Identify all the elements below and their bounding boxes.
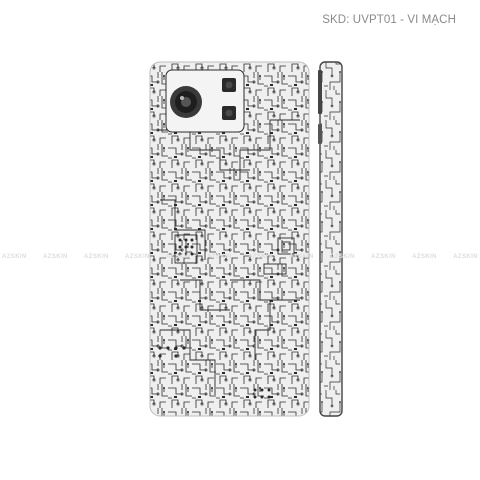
dot-grid <box>158 238 271 399</box>
watermark-text: AZSKIN <box>84 254 109 260</box>
watermark-text: AZSKIN <box>330 254 355 260</box>
watermark-text: AZSKIN <box>289 254 314 260</box>
watermark-text: AZSKIN <box>43 254 68 260</box>
watermark-text: AZSKIN <box>371 254 396 260</box>
watermark-row: AZSKIN AZSKIN AZSKIN AZSKIN AZSKIN AZSKI… <box>0 254 480 264</box>
watermark-text: AZSKIN <box>453 254 478 260</box>
circuit-traces <box>158 119 300 395</box>
camera-module <box>165 69 245 133</box>
phone-side-view <box>318 61 343 417</box>
watermark-text: AZSKIN <box>2 254 27 260</box>
sku-label: SKD: UVPT01 - VI MẠCH <box>322 14 456 26</box>
watermark-text: AZSKIN <box>207 254 232 260</box>
watermark-text: AZSKIN <box>248 254 273 260</box>
watermark-text: AZSKIN <box>412 254 437 260</box>
watermark-text: AZSKIN <box>125 254 150 260</box>
phone-body <box>149 61 310 417</box>
watermark-text: AZSKIN <box>166 254 191 260</box>
chip-blocks <box>174 234 295 275</box>
